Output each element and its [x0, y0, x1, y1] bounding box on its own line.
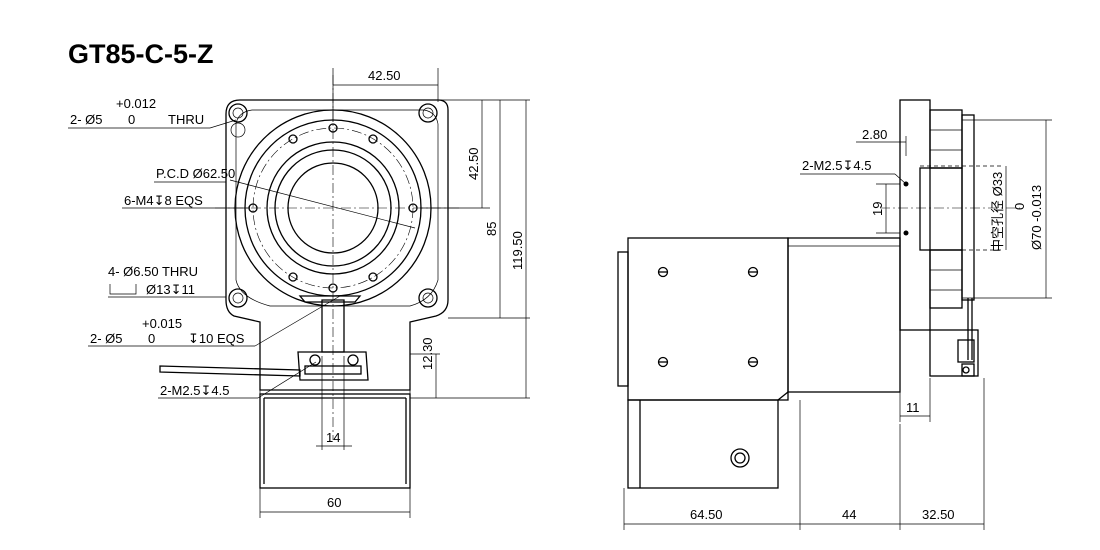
- dim-side-6450: 64.50: [690, 507, 723, 522]
- note-pcd: P.C.D Ø62.50: [156, 166, 235, 181]
- dim-side-280: 2.80: [862, 127, 887, 142]
- front-view: 42.50 42.50 85 119.50 12.30 14 60 +0.012…: [68, 68, 530, 518]
- drawing-title: GT85-C-5-Z: [68, 39, 214, 69]
- note-hole2-label: 2- Ø5: [70, 112, 103, 127]
- dim-side-11: 11: [906, 400, 920, 415]
- side-view: 2.80 2-M2.5↧4.5 19 中空孔径 Ø33 0 Ø70 -0.013…: [617, 99, 1052, 530]
- note-pin-depth: ↧10 EQS: [188, 331, 245, 346]
- dim-right-119: 119.50: [510, 231, 525, 270]
- note-flange: Ø70 -0.013: [1029, 185, 1044, 250]
- note-m4: 6-M4↧8 EQS: [124, 193, 203, 208]
- note-m25-side: 2-M2.5↧4.5: [802, 158, 871, 173]
- encoder-bracket: [297, 351, 369, 381]
- note-hole4: 4- Ø6.50 THRU: [108, 264, 198, 279]
- note-hole2-zero: 0: [128, 112, 135, 127]
- note-bore: 中空孔径 Ø33: [990, 172, 1005, 252]
- note-pin-zero: 0: [148, 331, 155, 346]
- dim-right-12: 12.30: [420, 337, 435, 370]
- motor-screws: [657, 266, 759, 368]
- note-pin-label: 2- Ø5: [90, 331, 123, 346]
- note-flange-zero: 0: [1012, 203, 1027, 210]
- plug-outer: [730, 448, 750, 468]
- note-m25-front: 2-M2.5↧4.5: [160, 383, 229, 398]
- dim-bottom-60: 60: [327, 495, 341, 510]
- dim-bottom-14: 14: [326, 430, 340, 445]
- shaft-key: [321, 299, 345, 353]
- dim-side-3250: 32.50: [922, 507, 955, 522]
- dim-top-width: 42.50: [368, 68, 401, 83]
- dim-side-19: 19: [870, 202, 885, 216]
- motor-box: [259, 393, 411, 489]
- note-pin-tol: +0.015: [142, 316, 182, 331]
- dim-right-42: 42.50: [466, 147, 481, 180]
- dim-right-85: 85: [484, 222, 499, 236]
- dim-side-44: 44: [842, 507, 856, 522]
- note-hole2-thru: THRU: [168, 112, 204, 127]
- corner-holes: [228, 103, 438, 308]
- note-cbore: Ø13↧11: [146, 282, 195, 297]
- side-motor: [627, 237, 789, 401]
- flange-body: [899, 99, 931, 331]
- note-hole2-tol: +0.012: [116, 96, 156, 111]
